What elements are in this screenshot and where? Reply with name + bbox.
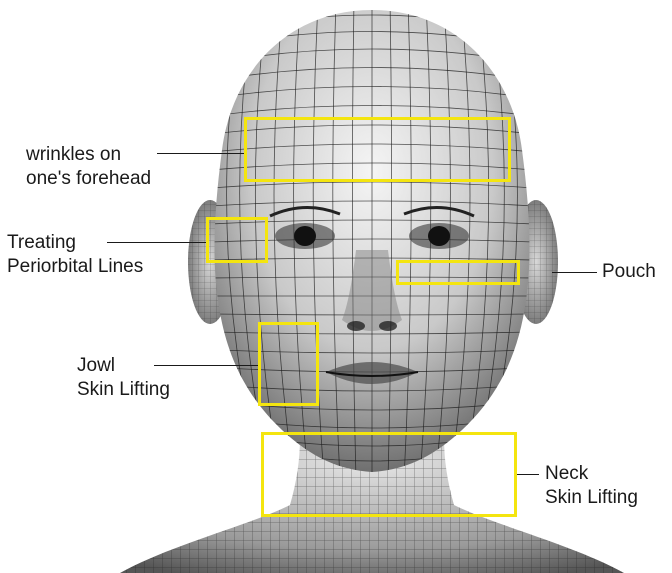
forehead-label: wrinkles on one's forehead bbox=[26, 143, 151, 191]
periorbital-label: Treating Periorbital Lines bbox=[7, 231, 143, 279]
jowl-label-line2: Skin Lifting bbox=[77, 378, 170, 402]
periorbital-label-line2: Periorbital Lines bbox=[7, 255, 143, 279]
periorbital-zone bbox=[206, 217, 268, 263]
jowl-label-line1: Jowl bbox=[77, 354, 170, 378]
jowl-zone bbox=[258, 322, 319, 406]
neck-label-line1: Neck bbox=[545, 462, 638, 486]
jowl-label: Jowl Skin Lifting bbox=[77, 354, 170, 402]
forehead-zone bbox=[244, 117, 511, 182]
neck-label: Neck Skin Lifting bbox=[545, 462, 638, 510]
forehead-label-line1: wrinkles on bbox=[26, 143, 151, 167]
neck-zone bbox=[261, 432, 517, 517]
forehead-label-line2: one's forehead bbox=[26, 167, 151, 191]
periorbital-label-line1: Treating bbox=[7, 231, 143, 255]
pouch-label-line1: Pouch bbox=[602, 260, 656, 284]
forehead-leader-line bbox=[157, 153, 244, 154]
pouch-zone bbox=[396, 260, 520, 285]
neck-label-line2: Skin Lifting bbox=[545, 486, 638, 510]
neck-leader-line bbox=[517, 474, 539, 475]
pouch-label: Pouch bbox=[602, 260, 656, 284]
pouch-leader-line bbox=[552, 272, 597, 273]
